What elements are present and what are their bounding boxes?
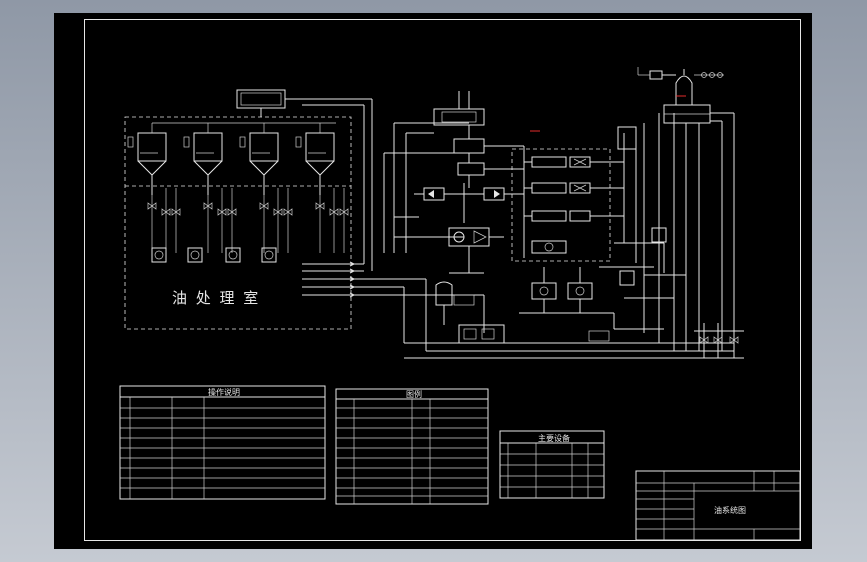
legend-title: 图例: [406, 389, 422, 399]
drawing-sheet: 油 处 理 室: [54, 13, 812, 549]
drawing-title: 油系统图: [714, 505, 746, 515]
transfer-pumps: [519, 267, 664, 342]
control-module-boundary: [511, 148, 611, 262]
oil-room-boundary: [124, 116, 352, 330]
right-side-lines: [614, 113, 700, 351]
control-module: [523, 146, 654, 268]
discharge-outlets: [404, 323, 744, 359]
tank-outlet-pipes: [151, 188, 345, 253]
lower-filter-unit: [435, 281, 505, 344]
operation-notes-table: 操作说明: [119, 385, 326, 500]
legend-table: 图例: [335, 388, 489, 505]
shuttle-valve-assembly: [414, 183, 524, 223]
room-pumps: [151, 247, 277, 263]
equipment-table-title: 主要设备: [538, 433, 570, 443]
oil-system-diagram: 油 处 理 室: [84, 19, 801, 541]
title-block: 油系统图: [635, 470, 801, 541]
flow-meter-box: [617, 126, 637, 150]
central-valve-stack: [433, 91, 524, 188]
level-switch-box: [651, 227, 667, 243]
operation-notes-title: 操作说明: [208, 387, 240, 397]
head-tank-assembly: [637, 67, 735, 351]
equipment-table: 主要设备: [499, 430, 605, 499]
main-pump-unit: [426, 227, 504, 274]
storage-tank-3: [239, 132, 279, 195]
drawing-frame: [84, 19, 801, 541]
room-outlet-lines: [302, 261, 364, 298]
oil-room-label: 油 处 理 室: [172, 289, 260, 307]
room-valves: [147, 202, 349, 216]
pressure-switch-box: [619, 270, 635, 286]
